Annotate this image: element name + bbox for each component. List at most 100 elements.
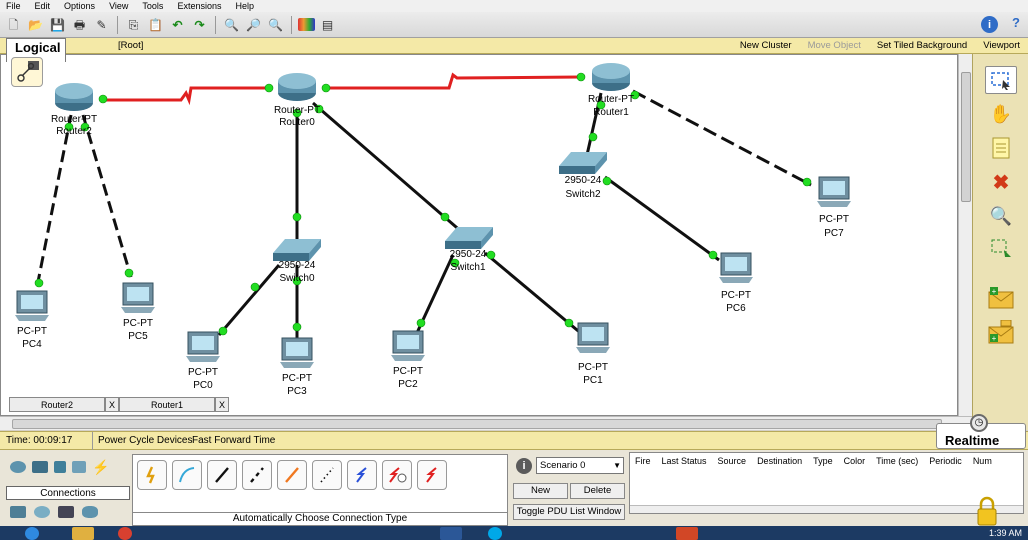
routers-category-icon[interactable] (10, 461, 26, 473)
menu-file[interactable]: File (6, 1, 21, 11)
help-info-icon[interactable]: i (981, 16, 998, 33)
tab-router1[interactable]: Router1 (119, 397, 215, 412)
pc3[interactable]: PC-PT PC3 (280, 337, 314, 397)
console-cable-icon[interactable] (172, 460, 202, 490)
serial-dte-cable-icon[interactable] (417, 460, 447, 490)
coaxial-cable-icon[interactable] (347, 460, 377, 490)
link-router2-pc4[interactable] (35, 114, 73, 288)
switch1[interactable]: 2950-24 Switch1 (445, 227, 493, 273)
tab-router2-close[interactable]: X (105, 397, 119, 412)
col-last-status[interactable]: Last Status (661, 456, 707, 466)
power-cycle-devices-button[interactable]: Power Cycle Devices (92, 432, 192, 450)
pdu-horizontal-scrollbar[interactable] (630, 505, 1023, 513)
logical-workspace-canvas[interactable]: Router-PT Router2 Router-PT Router0 Rout… (0, 54, 958, 416)
router1[interactable]: Router-PT Router1 (588, 63, 634, 118)
straight-through-cable-icon[interactable] (207, 460, 237, 490)
menu-help[interactable]: Help (235, 1, 254, 11)
switch0[interactable]: 2950-24 Switch0 (273, 239, 321, 284)
col-num[interactable]: Num (972, 456, 992, 466)
copy-icon[interactable]: ⎘ (128, 17, 139, 32)
router0[interactable]: Router-PT Router0 (274, 73, 320, 128)
pc4[interactable]: PC-PT PC4 (15, 290, 49, 350)
powerpoint-icon[interactable] (676, 527, 698, 540)
pdu-list-table[interactable]: Fire Last Status Source Destination Type… (629, 452, 1024, 514)
serial-dce-cable-icon[interactable] (382, 460, 412, 490)
word-icon[interactable] (440, 527, 462, 540)
pc7[interactable]: PC-PT PC7 (817, 176, 851, 239)
end-devices-category-icon[interactable] (10, 506, 26, 518)
paste-icon[interactable]: 📋 (148, 17, 163, 32)
open-folder-icon[interactable]: 📂 (28, 17, 43, 32)
switch2[interactable]: 2950-24 Switch2 (559, 152, 607, 200)
root-breadcrumb[interactable]: [Root] (118, 40, 144, 51)
col-type[interactable]: Type (813, 456, 833, 466)
link-switch0-pc0[interactable] (217, 264, 281, 336)
link-router2-pc5[interactable] (81, 114, 133, 278)
router2[interactable]: Router-PT Router2 (51, 83, 97, 137)
redo-icon[interactable]: ↷ (194, 17, 205, 32)
device-template-icon[interactable]: ▤ (321, 17, 334, 32)
new-file-icon[interactable]: 🗋 (8, 17, 19, 32)
phone-cable-icon[interactable] (312, 460, 342, 490)
menu-tools[interactable]: Tools (142, 1, 164, 11)
link-switch2-pc6[interactable] (604, 175, 720, 262)
fiber-cable-icon[interactable] (277, 460, 307, 490)
delete-scenario-button[interactable]: Delete (570, 483, 625, 499)
new-scenario-button[interactable]: New (513, 483, 568, 499)
tab-router2[interactable]: Router2 (9, 397, 105, 412)
wireless-category-icon[interactable] (72, 461, 86, 473)
delete-icon[interactable]: ✖ (992, 171, 1010, 194)
auto-connection-icon[interactable] (137, 460, 167, 490)
undo-icon[interactable]: ↶ (172, 17, 183, 32)
logical-view-icon[interactable] (11, 57, 43, 87)
menu-view[interactable]: View (109, 1, 129, 11)
pc0[interactable]: PC-PT PC0 (186, 331, 220, 391)
link-router0-switch1[interactable] (312, 101, 464, 235)
canvas-horizontal-scrollbar[interactable] (0, 416, 972, 430)
vertical-scroll-thumb[interactable] (961, 72, 971, 202)
switches-category-icon[interactable] (32, 461, 48, 473)
skype-icon[interactable] (488, 527, 502, 540)
toggle-pdu-list-button[interactable]: Toggle PDU List Window (513, 504, 625, 520)
chrome-icon[interactable] (118, 527, 132, 540)
menu-options[interactable]: Options (64, 1, 96, 11)
select-tool-icon[interactable] (985, 66, 1017, 94)
scenario-select[interactable]: Scenario 0▼ (536, 457, 624, 474)
ie-icon[interactable] (25, 527, 39, 540)
col-periodic[interactable]: Periodic (929, 456, 962, 466)
viewport-button[interactable]: Viewport (983, 40, 1020, 51)
multiuser-category-icon[interactable] (82, 506, 98, 518)
col-destination[interactable]: Destination (757, 456, 803, 466)
palette-icon[interactable] (298, 18, 315, 31)
canvas-vertical-scrollbar[interactable] (958, 54, 972, 416)
set-tiled-background-button[interactable]: Set Tiled Background (876, 40, 968, 51)
wan-emulation-category-icon[interactable] (34, 506, 50, 518)
new-cluster-button[interactable]: New Cluster (739, 40, 792, 51)
realtime-clock-icon[interactable]: ◷ (970, 414, 988, 432)
menu-edit[interactable]: Edit (34, 1, 51, 11)
connections-category-icon[interactable]: ⚡ (92, 459, 110, 475)
zoom-reset-icon[interactable]: 🔎 (246, 17, 261, 32)
add-simple-pdu-icon[interactable]: + (985, 284, 1017, 312)
pc6[interactable]: PC-PT PC6 (719, 252, 753, 314)
pc5[interactable]: PC-PT PC5 (121, 282, 155, 342)
add-complex-pdu-icon[interactable]: + (985, 318, 1017, 346)
menu-extensions[interactable]: Extensions (177, 1, 222, 11)
move-object-button[interactable]: Move Object (807, 40, 861, 51)
link-router1-pc7[interactable] (632, 89, 812, 187)
col-source[interactable]: Source (717, 456, 747, 466)
crossover-cable-icon[interactable] (242, 460, 272, 490)
activity-wizard-icon[interactable]: ✎ (96, 17, 107, 32)
zoom-out-icon[interactable]: 🔍 (268, 17, 283, 32)
horizontal-scroll-thumb[interactable] (12, 419, 942, 429)
col-fire[interactable]: Fire (635, 456, 651, 466)
custom-devices-category-icon[interactable] (58, 506, 74, 518)
col-color[interactable]: Color (843, 456, 866, 466)
scenario-info-icon[interactable]: i (516, 458, 532, 474)
inspect-magnify-icon[interactable]: 🔍 (989, 205, 1013, 226)
tab-router1-close[interactable]: X (215, 397, 229, 412)
print-icon[interactable]: 🖶 (73, 17, 86, 32)
fast-forward-time-button[interactable]: Fast Forward Time (192, 435, 276, 446)
zoom-in-icon[interactable]: 🔍 (224, 17, 239, 32)
hand-move-icon[interactable]: ✋ (989, 103, 1013, 124)
